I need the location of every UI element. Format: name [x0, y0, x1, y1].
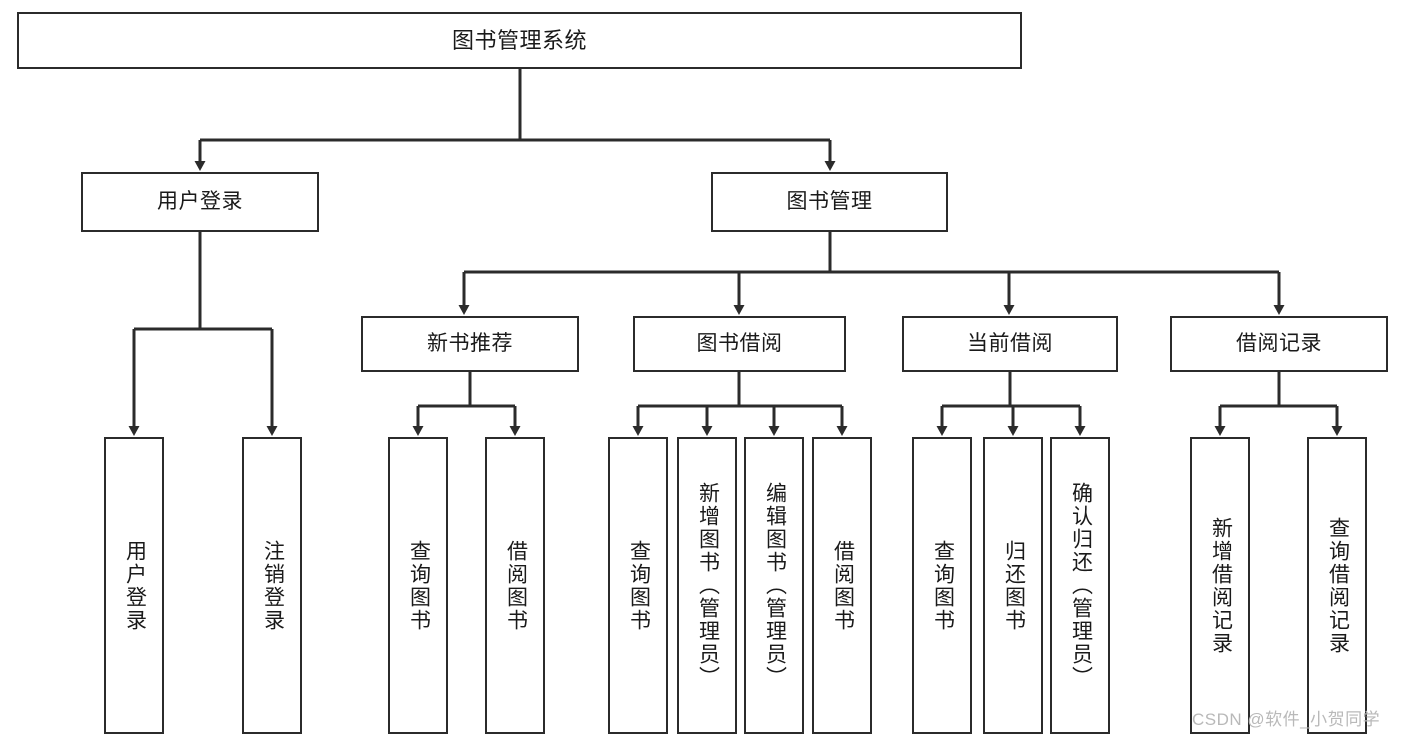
node-leaf-logout-label: 注销登录	[261, 539, 285, 632]
node-borrow-record-label: 借阅记录	[1236, 331, 1322, 355]
node-book-management-label: 图书管理	[786, 189, 873, 213]
node-leaf-query-book-1[interactable]: 查询图书	[388, 437, 448, 734]
node-leaf-confirm-return-admin[interactable]: 确认归还（管理员）	[1050, 437, 1110, 734]
node-leaf-query-book-1-label: 查询图书	[407, 539, 431, 632]
node-leaf-query-book-2-label: 查询图书	[627, 539, 651, 632]
node-leaf-borrow-book-1-label: 借阅图书	[504, 539, 528, 632]
node-leaf-borrow-book-1[interactable]: 借阅图书	[485, 437, 545, 734]
node-leaf-return-book-label: 归还图书	[1002, 539, 1026, 632]
node-leaf-user-login-label: 用户登录	[123, 539, 147, 632]
node-leaf-user-login[interactable]: 用户登录	[104, 437, 164, 734]
node-leaf-confirm-return-admin-label: 确认归还（管理员）	[1069, 482, 1093, 689]
node-leaf-query-book-3-label: 查询图书	[931, 539, 955, 632]
node-leaf-query-book-2[interactable]: 查询图书	[608, 437, 668, 734]
node-leaf-add-borrow-record[interactable]: 新增借阅记录	[1190, 437, 1250, 734]
node-leaf-borrow-book-2[interactable]: 借阅图书	[812, 437, 872, 734]
node-leaf-add-book-admin[interactable]: 新增图书（管理员）	[677, 437, 737, 734]
node-leaf-return-book[interactable]: 归还图书	[983, 437, 1043, 734]
node-leaf-query-book-3[interactable]: 查询图书	[912, 437, 972, 734]
node-root-label: 图书管理系统	[451, 27, 587, 53]
node-current-borrow[interactable]: 当前借阅	[902, 316, 1118, 372]
node-borrow-record[interactable]: 借阅记录	[1170, 316, 1388, 372]
node-leaf-edit-book-admin-label: 编辑图书（管理员）	[763, 482, 787, 689]
node-current-borrow-label: 当前借阅	[967, 331, 1053, 355]
node-new-book-recommend[interactable]: 新书推荐	[361, 316, 579, 372]
node-leaf-add-borrow-record-label: 新增借阅记录	[1209, 516, 1233, 655]
node-leaf-query-borrow-record-label: 查询借阅记录	[1326, 516, 1350, 655]
node-user-login[interactable]: 用户登录	[81, 172, 319, 232]
node-leaf-borrow-book-2-label: 借阅图书	[831, 539, 855, 632]
node-book-borrow-label: 图书借阅	[696, 331, 783, 355]
node-leaf-add-book-admin-label: 新增图书（管理员）	[696, 482, 720, 689]
node-leaf-edit-book-admin[interactable]: 编辑图书（管理员）	[744, 437, 804, 734]
watermark-text: CSDN @软件_小贺同学	[1192, 710, 1381, 729]
node-leaf-query-borrow-record[interactable]: 查询借阅记录	[1307, 437, 1367, 734]
node-book-borrow[interactable]: 图书借阅	[633, 316, 846, 372]
node-leaf-logout[interactable]: 注销登录	[242, 437, 302, 734]
node-user-login-label: 用户登录	[157, 189, 243, 213]
node-root[interactable]: 图书管理系统	[17, 12, 1022, 69]
node-book-management[interactable]: 图书管理	[711, 172, 948, 232]
node-new-book-recommend-label: 新书推荐	[427, 331, 513, 355]
